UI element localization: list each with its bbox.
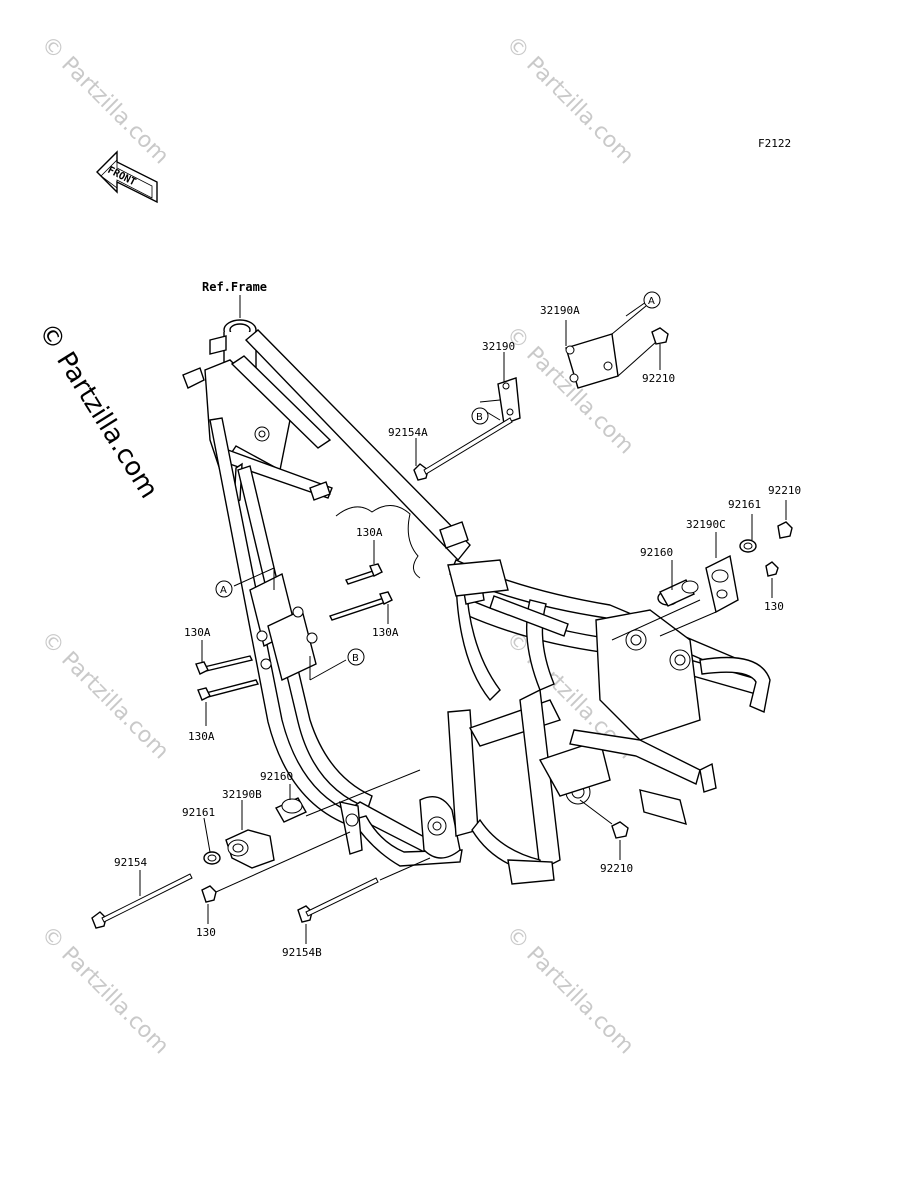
callout-b-top: B (471, 407, 489, 425)
part-label: 32190 (482, 340, 515, 353)
part-label: 130 (196, 926, 216, 939)
part-label: 130A (184, 626, 211, 639)
svg-text:B: B (476, 412, 483, 423)
part-label: 32190B (222, 788, 262, 801)
part-label: 92160 (640, 546, 673, 559)
watermark: © Partzilla.com (501, 322, 639, 460)
upper-bracket-assembly (413, 301, 669, 481)
svg-text:A: A (220, 585, 227, 596)
part-label: 130A (356, 526, 383, 539)
watermark: © Partzilla.com (36, 627, 174, 765)
part-label: 32190A (540, 304, 580, 317)
part-label: 130A (372, 626, 399, 639)
part-label: 92154A (388, 426, 428, 439)
callout-a-top: A (643, 291, 661, 309)
part-label: 92154B (282, 946, 322, 959)
part-label: 92160 (260, 770, 293, 783)
motorcycle-frame (182, 319, 771, 885)
watermark: © Partzilla.com (501, 922, 639, 1060)
svg-text:B: B (352, 653, 359, 664)
part-label: 130A (188, 730, 215, 743)
lower-left-mount-assembly (91, 769, 431, 944)
part-label: 92210 (600, 862, 633, 875)
part-label: 92161 (728, 498, 761, 511)
right-mount-assembly (611, 500, 793, 641)
callout-b-left: B (347, 648, 365, 666)
part-label: 92210 (642, 372, 675, 385)
watermark: © Partzilla.com (36, 32, 174, 170)
part-label: 92210 (768, 484, 801, 497)
watermark: © Partzilla.com (36, 922, 174, 1060)
part-labels: 32190A 32190 92210 92154A 92210 92161 32… (114, 304, 801, 959)
part-label: 32190C (686, 518, 726, 531)
bottom-nut (579, 799, 629, 860)
part-label: 130 (764, 600, 784, 613)
ref-frame-label: Ref.Frame (202, 280, 267, 294)
svg-text:A: A (648, 296, 655, 307)
watermark: © Partzilla.com (501, 32, 639, 170)
side-watermark: © Partzilla.com (32, 318, 164, 504)
left-bolt-group (195, 540, 393, 726)
part-label: 92154 (114, 856, 147, 869)
front-arrow-icon: FRONT (96, 150, 158, 204)
figure-code: F2122 (758, 137, 791, 150)
callout-a-left: A (215, 580, 233, 598)
part-label: 92161 (182, 806, 215, 819)
